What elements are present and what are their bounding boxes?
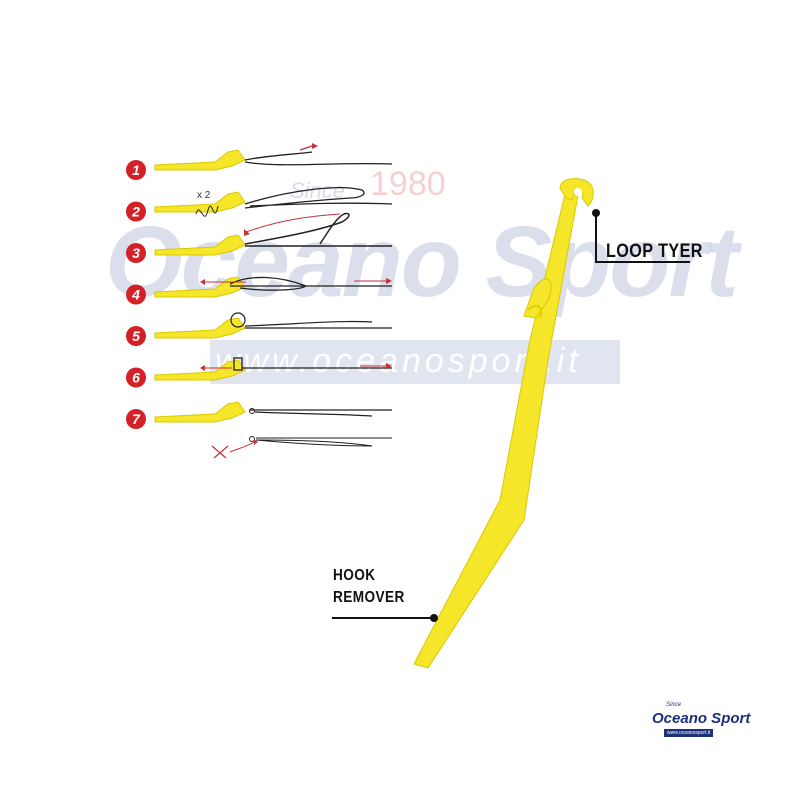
hook-remover-label-line2: REMOVER (333, 589, 405, 606)
logo-brand-text: Oceano Sport (652, 710, 751, 727)
scissors-icon (211, 445, 229, 459)
loop-tyer-callout (592, 209, 690, 263)
step-number-5: 5 (132, 328, 140, 344)
callout-line (595, 213, 690, 263)
step-badges: 1 2 3 4 5 6 7 (126, 160, 146, 429)
step-badge-3 (126, 243, 146, 263)
tool-shaft (413, 183, 581, 669)
step-badge-5 (126, 326, 146, 346)
step-number-4: 4 (131, 287, 140, 303)
step-badge-7 (126, 409, 146, 429)
step-number-6: 6 (132, 370, 140, 386)
hook-remover-label-line1: HOOK (333, 567, 376, 584)
step-4-diagram (154, 276, 392, 298)
tool-ridge (527, 304, 542, 319)
logo-since: Since (666, 702, 682, 708)
loop-tyer-label: LOOP TYER (606, 241, 703, 262)
step-number-1: 1 (132, 162, 140, 178)
step-badge-2 (126, 201, 146, 222)
oceano-sport-logo: Since Oceano Sport www.oceanosport.it (648, 700, 750, 740)
hook-eye (574, 188, 582, 196)
step-number-2: 2 (131, 204, 140, 220)
loop-tyer-tool (413, 178, 594, 669)
step-badge-6 (126, 367, 146, 388)
step-3-diagram (154, 212, 392, 256)
step-5-diagram (154, 312, 392, 339)
step-badge-4 (126, 284, 146, 305)
step-6-diagram (154, 357, 392, 381)
step-2-diagram: x 2 (154, 187, 393, 217)
logo-url: www.oceanosport.it (664, 729, 714, 737)
step-7-diagram (154, 401, 392, 459)
step-badge-1 (126, 160, 146, 180)
watermark-url-band (210, 340, 620, 384)
step-1-diagram (154, 143, 393, 171)
watermark-url: www.oceanosport.it (215, 342, 582, 380)
hook-remover-callout (332, 614, 438, 622)
step-number-7: 7 (132, 411, 141, 427)
step-number-3: 3 (132, 245, 140, 261)
step-2-annotation: x 2 (197, 190, 211, 201)
watermark-year: 1980 (370, 165, 446, 203)
